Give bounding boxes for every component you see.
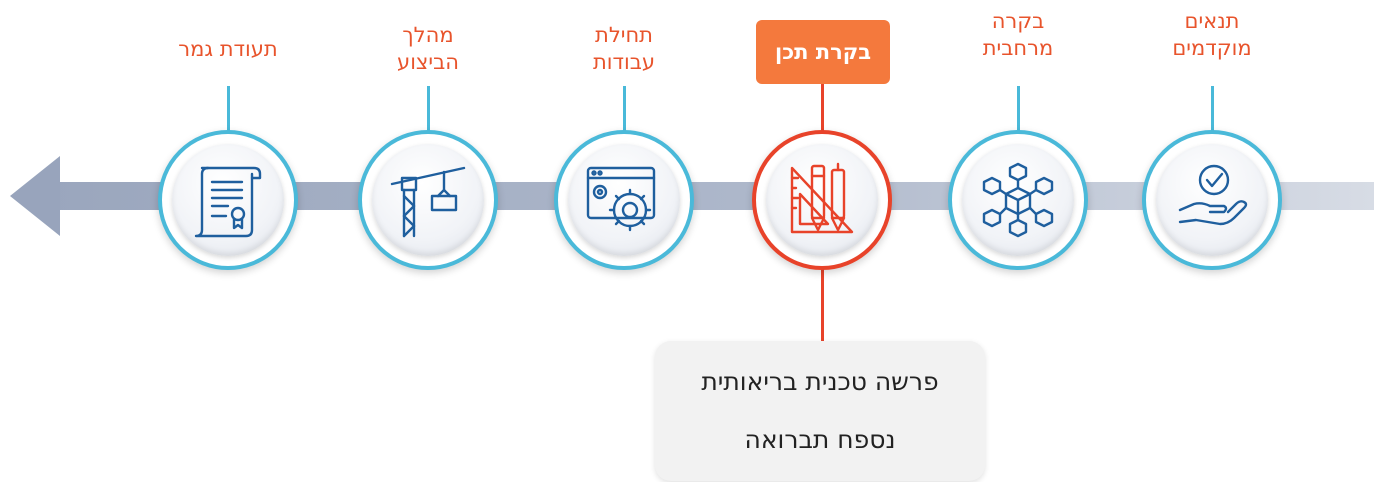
network-cubes-icon [982, 162, 1054, 238]
callout-line-1: פרשה טכנית בריאותית [701, 367, 939, 396]
drafting-tools-icon [790, 162, 854, 234]
step-label: תעודת גמר [178, 37, 278, 61]
step-prerequisites: תנאים מוקדמים [1112, 0, 1312, 482]
hand-check-icon [1178, 164, 1248, 226]
step-completion-certificate: תעודת גמר [128, 0, 328, 482]
step-spatial-control: בקרה מרחבית [918, 0, 1118, 482]
step-node [948, 130, 1088, 270]
step-node [158, 130, 298, 270]
active-step-label: בקרת תכן [756, 20, 890, 84]
step-connector [623, 86, 626, 134]
step-label: תנאים מוקדמים [1172, 9, 1252, 60]
step-node [554, 130, 694, 270]
timeline-arrow-head [10, 156, 60, 236]
step-label: בקרה מרחבית [982, 9, 1054, 60]
step-connector [1017, 86, 1020, 134]
step-design-control: בקרת תכן [722, 0, 922, 482]
step-execution: מהלך הביצוע [328, 0, 528, 482]
design-control-callout: פרשה טכנית בריאותית נספח תברואה [655, 341, 985, 481]
step-label: מהלך הביצוע [397, 23, 459, 74]
step-connector [427, 86, 430, 134]
callout-line-2: נספח תברואה [744, 425, 896, 454]
step-work-start: תחילת עבודות [524, 0, 724, 482]
step-node [752, 130, 892, 270]
step-connector [821, 84, 824, 134]
crane-icon [390, 166, 466, 238]
step-connector [1211, 86, 1214, 134]
gear-window-icon [586, 166, 656, 232]
step-node [358, 130, 498, 270]
step-node [1142, 130, 1282, 270]
callout-connector [821, 262, 824, 342]
certificate-icon [194, 166, 262, 238]
step-connector [227, 86, 230, 134]
step-label: תחילת עבודות [593, 23, 655, 74]
